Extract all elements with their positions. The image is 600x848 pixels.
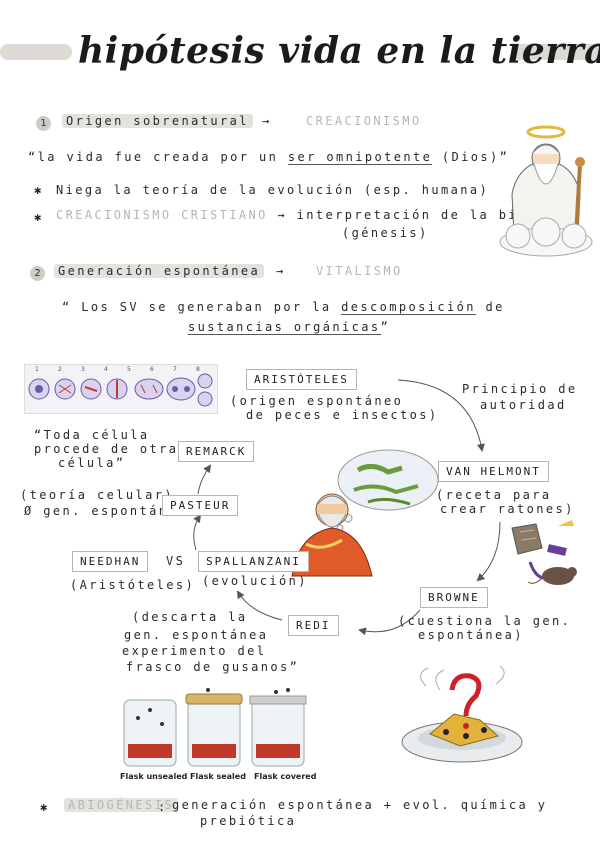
redi-note-4: frasco de gusanos” bbox=[126, 660, 300, 674]
aristoteles-note-2: de peces e insectos) bbox=[246, 408, 439, 422]
bullet-asterisk-icon: ✱ bbox=[34, 210, 44, 224]
mitosis-stage-number: 7 bbox=[173, 366, 177, 373]
remarck-box: REMARCK bbox=[178, 441, 255, 462]
needhan-box: NEEDHAN bbox=[72, 551, 149, 572]
mitosis-image: 1 2 3 4 5 6 7 8 bbox=[24, 364, 218, 414]
flask-label-sealed: Flask sealed bbox=[190, 772, 246, 781]
section-1-concept: CREACIONISMO bbox=[306, 114, 422, 128]
section-2-heading: Generación espontánea bbox=[54, 264, 265, 278]
aristoteles-box: ARISTÓTELES bbox=[246, 369, 357, 390]
principio-line-2: autoridad bbox=[480, 398, 567, 412]
abiogenesis-term: ABIOGÉNESIS bbox=[64, 798, 178, 812]
bullet-asterisk-icon: ✱ bbox=[34, 183, 44, 197]
quote-part: ” bbox=[380, 320, 391, 334]
section-2-quote-line-2: sustancias orgánicas” bbox=[188, 320, 391, 335]
remarck-note-2: procede de otra bbox=[34, 442, 179, 456]
title-decor-left bbox=[0, 44, 72, 60]
mitosis-stage-number: 1 bbox=[35, 366, 39, 373]
mitosis-stage-number: 2 bbox=[58, 366, 62, 373]
redi-flasks-image: Flask unsealed Flask sealed Flask covere… bbox=[116, 688, 316, 784]
footer-asterisk-icon: ✱ bbox=[40, 800, 50, 814]
rotten-food-plate-illustration bbox=[401, 665, 523, 763]
pasteur-note-2: Ø gen. espontánea bbox=[24, 504, 188, 518]
genesis-label: (génesis) bbox=[342, 226, 429, 240]
quote-part: (Dios)” bbox=[441, 150, 510, 164]
section-2-concept: VITALISMO bbox=[316, 264, 403, 278]
god-on-cloud-illustration bbox=[499, 125, 593, 257]
spallanzani-note: (evolución) bbox=[202, 574, 308, 588]
mitosis-cells bbox=[28, 373, 213, 407]
mitosis-stage-number: 4 bbox=[104, 366, 108, 373]
aristotle-thinking-illustration bbox=[291, 449, 439, 577]
quote-part: “ Los SV se generaban por la bbox=[62, 300, 332, 314]
quote-highlight: ser omnipotente bbox=[287, 150, 433, 165]
mouse-recipe-illustration bbox=[511, 520, 577, 585]
cristiano-label: CREACIONISMO CRISTIANO bbox=[56, 208, 268, 222]
mitosis-stage-number: 3 bbox=[81, 366, 85, 373]
van-helmont-box: VAN HELMONT bbox=[438, 461, 549, 482]
quote-part: “la vida fue creada por un bbox=[28, 150, 279, 164]
section-1-arrow: → bbox=[262, 114, 272, 128]
vs-label: VS bbox=[166, 554, 186, 568]
aristoteles-note-1: (origen espontáneo bbox=[230, 394, 404, 408]
mitosis-stage-number: 8 bbox=[196, 366, 200, 373]
page-title: hipótesis vida en la tierra bbox=[78, 30, 600, 72]
redi-box: REDI bbox=[288, 615, 339, 636]
mitosis-stage-number: 6 bbox=[150, 366, 154, 373]
van-helmont-note-2: crear ratones) bbox=[440, 502, 575, 516]
needhan-note: (Aristóteles) bbox=[70, 578, 196, 592]
title-decor-right bbox=[512, 44, 600, 60]
quote-part: de bbox=[485, 300, 505, 314]
section-1-heading: Origen sobrenatural bbox=[62, 114, 253, 128]
section-1-quote: “la vida fue creada por un ser omnipoten… bbox=[28, 150, 510, 165]
flasks-drawing bbox=[123, 688, 307, 767]
abiogenesis-definition-1: generación espontánea + evol. química y bbox=[172, 798, 548, 812]
mitosis-stage-number: 5 bbox=[127, 366, 131, 373]
redi-note-1: (descarta la bbox=[132, 610, 248, 624]
redi-note-2: gen. espontánea bbox=[124, 628, 269, 642]
redi-note-3: experimento del bbox=[122, 644, 267, 658]
van-helmont-note-1: (receta para bbox=[436, 488, 552, 502]
pasteur-box: PASTEUR bbox=[162, 495, 239, 516]
section-2-quote-line-1: “ Los SV se generaban por la descomposic… bbox=[62, 300, 505, 315]
browne-note-1: (cuestiona la gen. bbox=[398, 614, 572, 628]
browne-box: BROWNE bbox=[420, 587, 488, 608]
browne-note-2: espontánea) bbox=[418, 628, 524, 642]
flask-label-covered: Flask covered bbox=[254, 772, 317, 781]
abiogenesis-definition-2: prebiótica bbox=[200, 814, 297, 828]
abiogenesis-colon: : bbox=[158, 800, 168, 814]
section-1-bullet-1: Niega la teoría de la evolución (esp. hu… bbox=[56, 183, 490, 197]
flask-label-unsealed: Flask unsealed bbox=[120, 772, 188, 781]
section-2-number: 2 bbox=[30, 266, 45, 281]
section-1-number: 1 bbox=[36, 116, 51, 131]
quote-highlight: descomposición bbox=[341, 300, 476, 315]
spallanzani-box: SPALLANZANI bbox=[198, 551, 309, 572]
quote-highlight: sustancias orgánicas bbox=[188, 320, 381, 335]
biblia-label: → interpretación de la biblia bbox=[277, 208, 557, 222]
section-2-arrow: → bbox=[276, 264, 286, 278]
section-1-bullet-2: CREACIONISMO CRISTIANO → interpretación … bbox=[56, 208, 557, 222]
remarck-note-1: “Toda célula bbox=[34, 428, 150, 442]
pasteur-note-1: (teoría celular) bbox=[20, 488, 174, 502]
remarck-note-3: célula” bbox=[58, 456, 126, 470]
principio-line-1: Principio de bbox=[462, 382, 578, 396]
